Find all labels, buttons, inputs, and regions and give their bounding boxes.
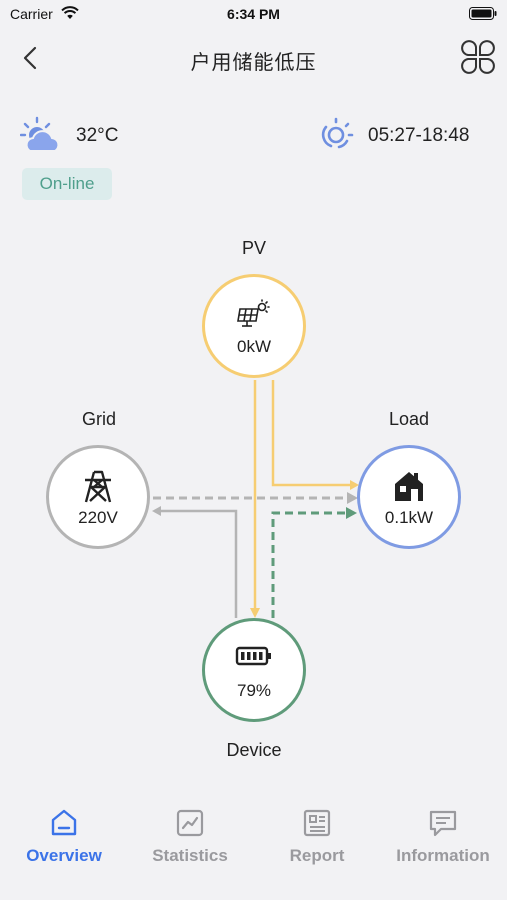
flow-lines	[152, 380, 359, 618]
energy-flow-diagram: PV 0kW	[0, 220, 507, 780]
tab-information[interactable]: Information	[380, 808, 506, 866]
sun-times-info: 05:27-18:48	[317, 116, 487, 154]
temperature-value: 32°C	[76, 125, 119, 146]
online-status-badge: On-line	[22, 168, 112, 200]
tab-label: Overview	[26, 846, 102, 865]
cloud-sun-icon	[19, 116, 64, 159]
sun-icon	[317, 117, 355, 158]
menu-grid-button[interactable]	[459, 38, 497, 76]
message-icon	[429, 810, 457, 837]
grid-value: 220V	[78, 508, 118, 527]
device-to-load-arrow	[346, 507, 357, 519]
four-petal-grid-icon	[461, 40, 495, 74]
device-label: Device	[226, 740, 282, 760]
tab-report[interactable]: Report	[254, 808, 380, 866]
load-node[interactable]: 0.1kW	[357, 445, 461, 549]
device-to-grid-line	[160, 509, 238, 618]
battery-device-icon	[205, 643, 303, 674]
device-to-load-line	[271, 511, 347, 618]
solar-panel-icon	[205, 299, 303, 334]
status-bar: Carrier 6:34 PM	[0, 0, 507, 28]
house-icon	[360, 470, 458, 507]
device-value: 79%	[236, 681, 272, 700]
tab-overview[interactable]: Overview	[1, 808, 127, 866]
grid-node[interactable]: 220V	[46, 445, 150, 549]
pv-to-device-arrow	[250, 608, 260, 618]
page-title: 户用储能低压	[190, 52, 317, 74]
report-icon	[303, 809, 331, 837]
device-to-grid-arrow	[152, 506, 161, 516]
tab-bar: Overview Statistics Report Information	[0, 808, 507, 888]
grid-label: Grid	[81, 409, 116, 429]
chart-icon	[176, 809, 204, 837]
transmission-tower-icon	[49, 470, 147, 509]
tab-label: Information	[396, 846, 490, 865]
pv-to-load-arrow	[350, 480, 359, 490]
back-button[interactable]	[14, 42, 46, 74]
sunrise-sunset-times: 05:27-18:48	[368, 125, 470, 146]
carrier-label: Carrier	[10, 6, 53, 22]
wifi-icon	[61, 6, 79, 25]
battery-icon	[469, 7, 497, 25]
status-time: 6:34 PM	[227, 6, 280, 22]
pv-to-load-line	[271, 380, 350, 487]
pv-value: 0kW	[237, 337, 271, 356]
pv-node[interactable]: 0kW	[202, 274, 306, 378]
load-label: Load	[388, 409, 430, 429]
device-node[interactable]: 79%	[202, 618, 306, 722]
tab-label: Report	[289, 846, 345, 865]
load-value: 0.1kW	[384, 508, 434, 527]
navigation-bar: 户用储能低压	[0, 36, 507, 80]
tab-statistics[interactable]: Statistics	[127, 808, 253, 866]
home-icon	[51, 809, 77, 836]
grid-to-load-arrow	[347, 492, 358, 504]
pv-label: PV	[241, 238, 266, 258]
tab-label: Statistics	[152, 846, 228, 865]
chevron-left-icon	[23, 46, 37, 70]
